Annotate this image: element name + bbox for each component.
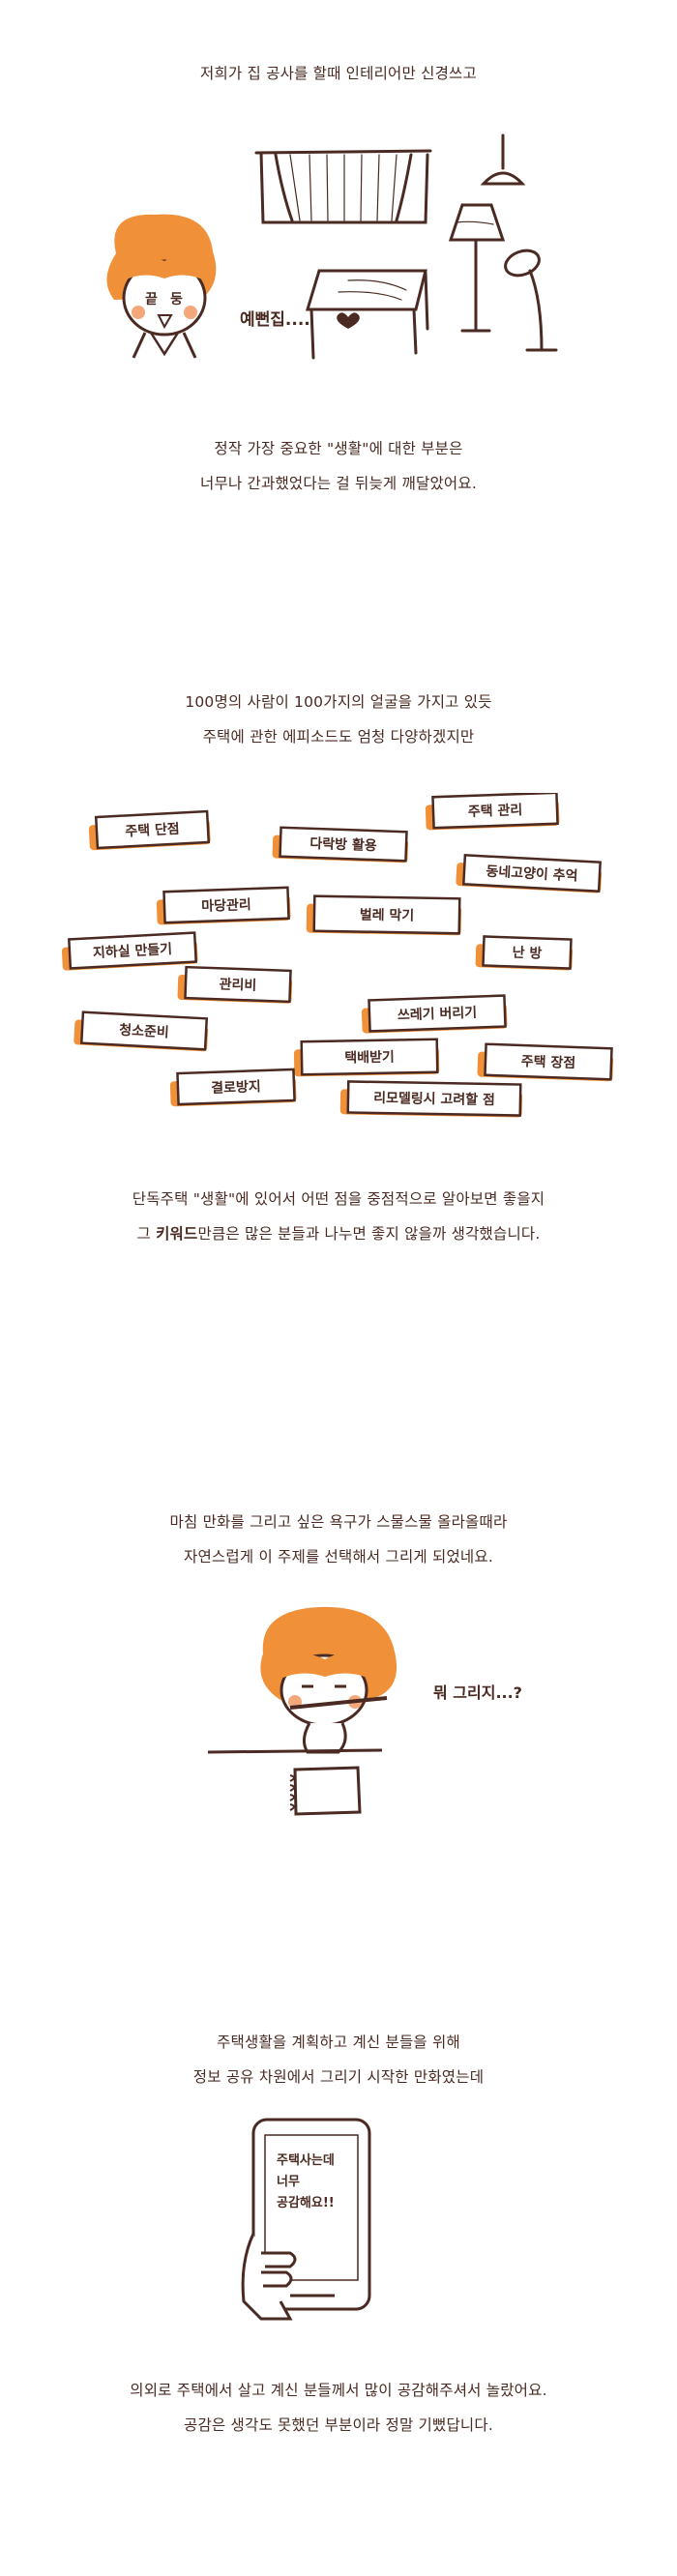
keyword-box: [176, 1068, 296, 1106]
keyword-tag: 쓰레기 버리기: [361, 994, 508, 1034]
caption-line: 자연스럽게 이 주제를 선택해서 그리게 되었네요.: [184, 1548, 493, 1566]
keyword-label: 청소준비: [119, 1023, 169, 1041]
keyword-tag: 청소준비: [74, 1010, 209, 1052]
character-avatar: 끝 둥: [106, 214, 217, 359]
keyword-label: 난 방: [512, 944, 542, 961]
keyword-label: 리모델링시 고려할 점: [373, 1090, 495, 1108]
keyword-box: [79, 1010, 209, 1051]
caption-text: 만큼은 많은 분들과 나누면 좋지 않을까 생각했습니다.: [197, 1225, 541, 1243]
caption-block-1: 정작 가장 중요한 "생활"에 대한 부분은 너무나 간과했었다는 걸 뒤늦게 …: [0, 431, 677, 501]
keyword-box: [94, 809, 211, 850]
table-icon: [305, 269, 429, 360]
svg-text:끝: 끝: [145, 292, 158, 307]
keyword-label: 벌레 막기: [360, 907, 415, 924]
keyword-label: 주택 관리: [468, 802, 523, 820]
keyword-label: 택배받기: [344, 1049, 395, 1067]
character-avatar: [260, 1606, 397, 1754]
speech-bubble: 예뻔집....: [240, 310, 310, 330]
caption-block-2: 100명의 사람이 100가지의 얼굴을 가지고 있듯 주택에 관한 에피소드도…: [0, 685, 677, 754]
keyword-tag: 마당관리: [156, 886, 291, 925]
caption-block-6: 의외로 주택에서 살고 계신 분들께서 많이 공감해주셔서 놀랐어요. 공감은 …: [0, 2373, 677, 2443]
keyword-tag: 주택 관리: [425, 793, 560, 831]
desk-line: [207, 1748, 383, 1754]
heart-icon: [337, 312, 360, 329]
keyword-box: [279, 826, 408, 863]
hand-icon: [241, 2233, 297, 2321]
interior-illustration: 끝 둥 예뻔집....: [106, 133, 558, 360]
keyword-box: [368, 994, 507, 1033]
keyword-tag: 벌레 막기: [306, 894, 462, 936]
phone-illustration: 주택사는데 너무 공감해요!!: [241, 2118, 371, 2321]
caption-bold: 키워드: [156, 1225, 198, 1243]
thinking-illustration: 뭐 그리지...?: [207, 1606, 522, 1816]
keyword-label: 동네고양이 추억: [486, 864, 578, 885]
keyword-tag: 지하실 만들기: [61, 931, 198, 971]
keyword-label: 주택 장점: [520, 1053, 575, 1071]
keyword-label: 결로방지: [211, 1078, 261, 1097]
window-icon: [254, 149, 432, 224]
keyword-tag: 택배받기: [293, 1038, 440, 1077]
caption-line: 단독주택 "생활"에 있어서 어떤 점을 중점적으로 알아보면 좋을지: [132, 1190, 545, 1208]
keyword-box: [184, 965, 292, 1004]
keyword-tag: 리모델링시 고려할 점: [339, 1080, 523, 1118]
keyword-tag: 다락방 활용: [272, 826, 409, 864]
caption-text: 그: [136, 1225, 157, 1243]
caption-line: 마침 만화를 그리고 싶은 욕구가 스물스물 올라올때라: [169, 1513, 508, 1531]
keyword-label: 마당관리: [201, 896, 251, 915]
keyword-label: 다락방 활용: [309, 835, 377, 854]
caption-block-5: 주택생활을 계획하고 계신 분들을 위해 정보 공유 차원에서 그리기 시작한 …: [0, 2025, 677, 2094]
keyword-tag: 주택 단점: [88, 809, 211, 851]
caption-line: 정보 공유 차원에서 그리기 시작한 만화였는데: [192, 2068, 485, 2086]
phone-text: 주택사는데: [277, 2152, 335, 2168]
caption-line: 의외로 주택에서 살고 계신 분들께서 많이 공감해주셔서 놀랐어요.: [130, 2382, 547, 2399]
keyword-tag: 난 방: [475, 935, 574, 971]
svg-text:둥: 둥: [170, 292, 183, 307]
caption-line: 그 키워드만큼은 많은 분들과 나누면 좋지 않을까 생각했습니다.: [0, 1216, 677, 1251]
caption-line: 정작 가장 중요한 "생활"에 대한 부분은: [214, 440, 463, 457]
keyword-box: [346, 1080, 522, 1117]
keyword-box: [461, 854, 603, 893]
keyword-tag: 동네고양이 추억: [456, 854, 603, 893]
caption-block-3: 단독주택 "생활"에 있어서 어떤 점을 중점적으로 알아보면 좋을지 그 키워…: [0, 1182, 677, 1251]
keyword-box: [482, 935, 573, 970]
caption-line: 너무나 간과했었다는 걸 뒤늦게 깨달았어요.: [200, 475, 477, 492]
caption-line: 주택생활을 계획하고 계신 분들을 위해: [217, 2034, 460, 2051]
keyword-box: [484, 1042, 613, 1081]
caption-intro: 저희가 집 공사를 할때 인테리어만 신경쓰고: [0, 56, 677, 91]
pendant-lamp-icon: [480, 133, 526, 186]
keyword-label: 주택 단점: [125, 821, 180, 840]
notebook-icon: [289, 1766, 362, 1816]
keyword-tag: 주택 장점: [477, 1042, 614, 1082]
arc-lamp-icon: [504, 249, 558, 352]
phone-text: 너무: [277, 2174, 300, 2189]
keyword-label: 쓰레기 버리기: [397, 1005, 478, 1024]
keyword-tag: 결로방지: [169, 1068, 297, 1107]
keyword-label: 관리비: [219, 976, 256, 993]
keyword-box: [300, 1038, 439, 1076]
caption-line: 공감은 생각도 못했던 부분이라 정말 기뻤답니다.: [184, 2416, 493, 2434]
caption-line: 저희가 집 공사를 할때 인테리어만 신경쓰고: [200, 65, 477, 82]
caption-block-4: 마침 만화를 그리고 싶은 욕구가 스물스물 올라올때라 자연스럽게 이 주제를…: [0, 1505, 677, 1574]
pencil-icon: [289, 1696, 388, 1710]
caption-line: 주택에 관한 에피소드도 엄청 다양하겠지만: [202, 728, 475, 746]
keyword-box: [67, 931, 198, 970]
floor-lamp-icon: [448, 203, 506, 333]
keyword-tag: 관리비: [177, 965, 293, 1004]
speech-bubble: 뭐 그리지...?: [433, 1683, 522, 1702]
keyword-label: 지하실 만들기: [93, 941, 173, 961]
keyword-box: [312, 894, 461, 935]
keyword-box: [431, 793, 559, 830]
phone-text: 공감해요!!: [277, 2195, 335, 2210]
keyword-box: [162, 886, 290, 924]
caption-line: 100명의 사람이 100가지의 얼굴을 가지고 있듯: [185, 693, 492, 711]
